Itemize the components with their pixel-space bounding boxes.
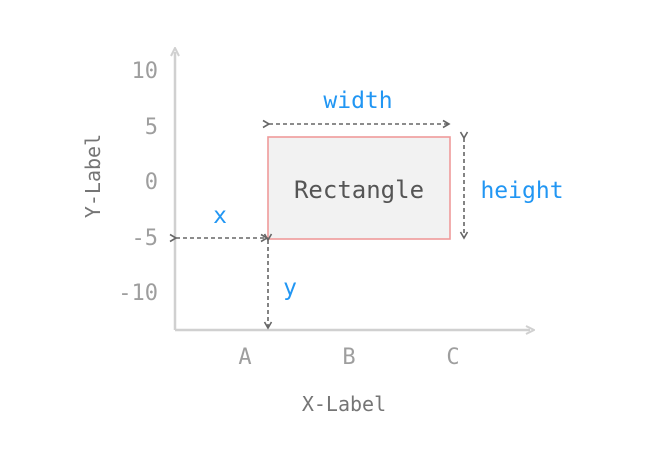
- x-axis-title: X-Label: [302, 392, 386, 416]
- x-offset-label: x: [213, 203, 227, 229]
- rectangle-label: Rectangle: [294, 176, 424, 204]
- y-tick-label: 10: [132, 59, 159, 84]
- x-tick-label: B: [342, 345, 355, 370]
- width-label: width: [323, 88, 392, 114]
- y-tick-label: -10: [118, 281, 158, 306]
- rectangle-shape: [267, 136, 451, 240]
- x-tick-label: C: [446, 345, 459, 370]
- y-tick-label: 0: [145, 170, 158, 195]
- y-offset-label: y: [283, 275, 297, 301]
- y-tick-label: 5: [145, 115, 158, 140]
- y-tick-label: -5: [132, 226, 159, 251]
- x-tick-label: A: [238, 345, 251, 370]
- height-label: height: [480, 178, 563, 204]
- y-axis-title: Y-Label: [81, 134, 105, 218]
